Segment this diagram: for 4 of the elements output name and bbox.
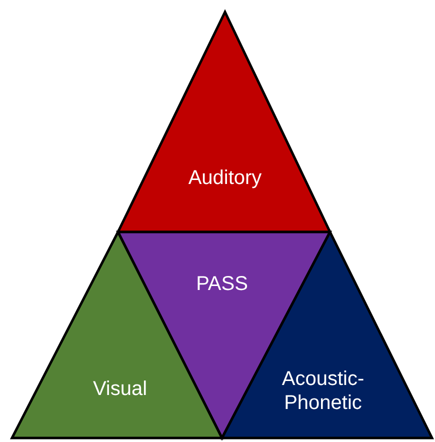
segment-label: Visual: [92, 377, 148, 401]
segment-label: PASS: [195, 272, 249, 296]
segment-label: Auditory: [187, 166, 263, 190]
segment-label: Acoustic-Phonetic: [280, 367, 366, 415]
